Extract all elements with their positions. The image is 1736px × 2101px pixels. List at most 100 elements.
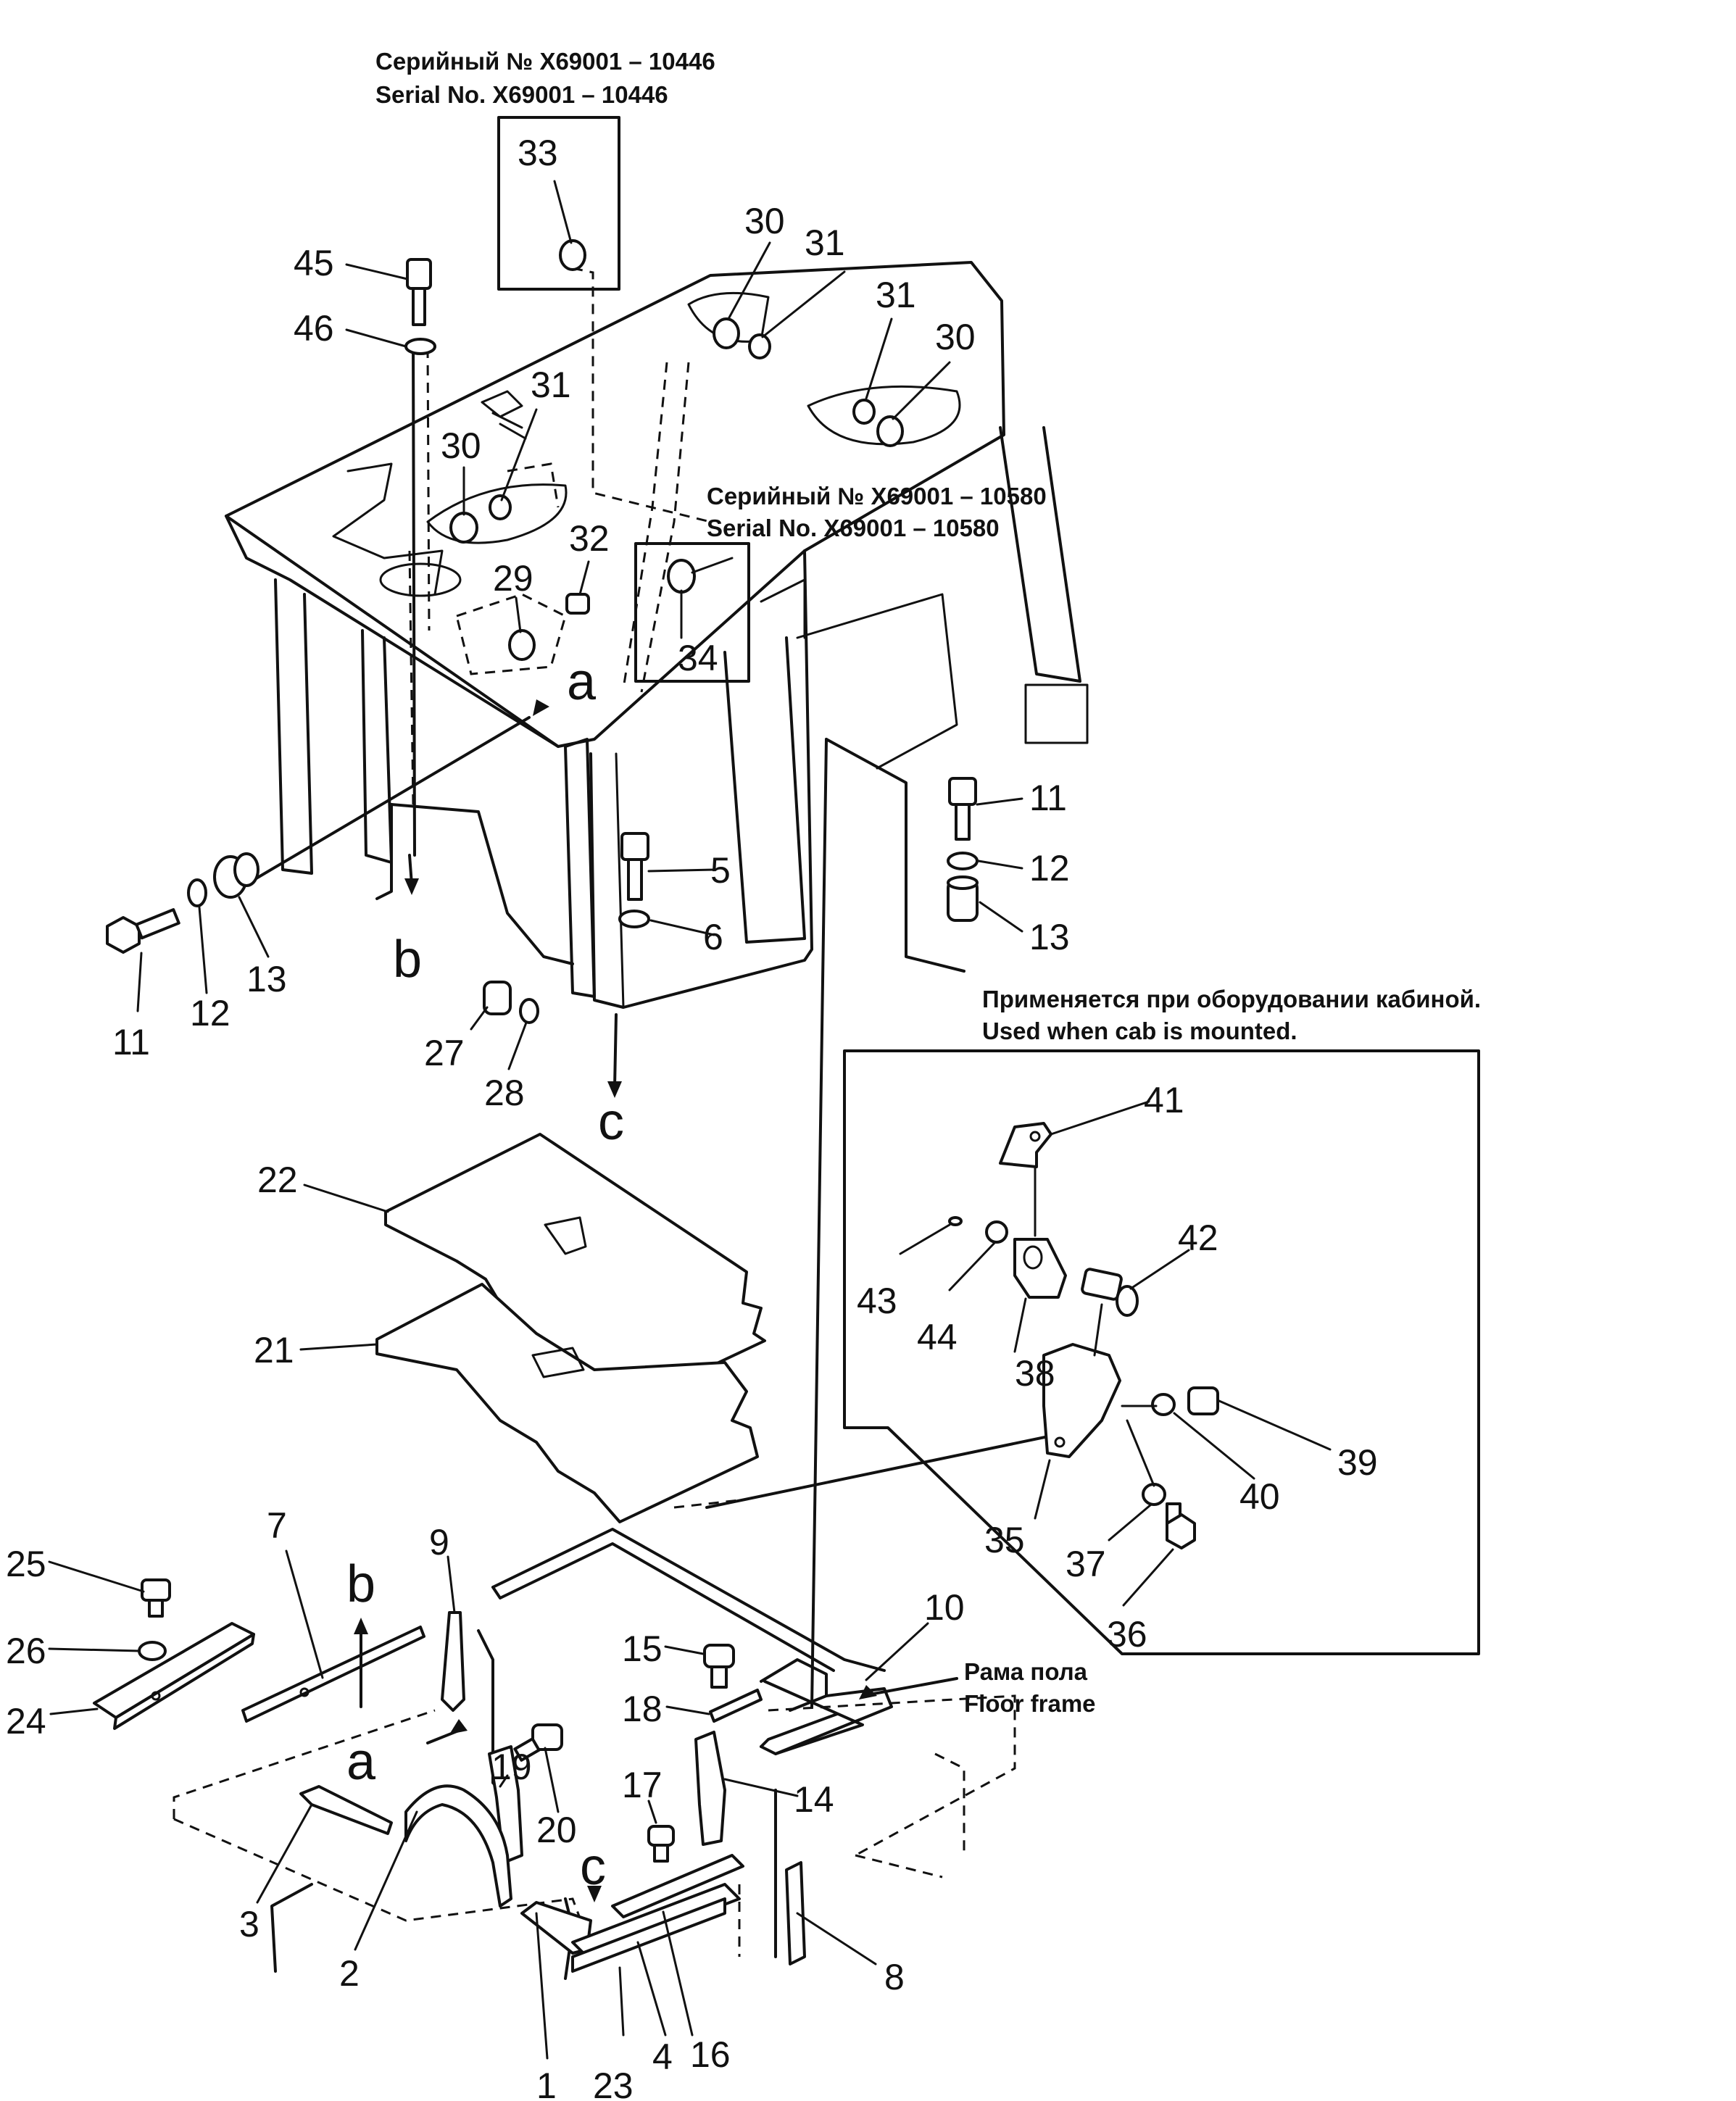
part-28-clip [519,998,539,1024]
serial-note-top-en: Serial No. X69001 – 10446 [375,81,668,108]
label-part-12-left: 12 [190,993,231,1033]
label-part-32: 32 [569,518,610,559]
ref-letter-c-lower: c [580,1838,606,1896]
label-part-11-left: 11 [112,1022,150,1062]
part-15-bolt [703,1644,735,1689]
floor-frame-note-en: Floor frame [964,1690,1096,1717]
assembly-line-30 [507,462,560,508]
part-31-clip-a [748,333,771,359]
part-5-bolt [620,832,649,901]
label-part-22: 22 [257,1160,298,1200]
part-45-bolt [406,258,432,326]
part-35-plate [1042,1343,1121,1458]
ref-letter-a-lower: a [346,1733,376,1791]
part-46-washer [404,338,436,355]
assembly-line-roof-2 [640,362,690,693]
assembly-line-29 [455,593,567,675]
part-41-bracket [999,1122,1052,1168]
part-18-plate [709,1689,763,1723]
label-part-30-b: 30 [935,317,976,357]
part-22-mat-cutout [544,1216,587,1255]
part-2-fender [404,1784,512,1907]
arrow-c-upper-head [607,1081,622,1098]
label-part-31-b: 31 [876,275,916,315]
arrow-a-lower-head [449,1719,468,1734]
label-part-27: 27 [424,1033,465,1073]
label-part-4: 4 [652,2036,673,2077]
label-part-8: 8 [884,1957,905,1997]
label-part-38: 38 [1015,1353,1055,1394]
part-25-bolt [141,1578,171,1618]
label-part-13-left: 13 [246,959,287,999]
label-part-31-a: 31 [805,222,845,263]
assembly-line-b-upper [412,339,416,857]
arrow-a-lower [426,1727,465,1744]
part-31-clip-c [489,494,512,520]
cab-note-en: Used when cab is mounted. [982,1018,1297,1044]
label-part-28: 28 [484,1073,525,1113]
part-30-plug-a [713,317,740,349]
label-part-10: 10 [924,1587,965,1628]
label-part-36: 36 [1107,1614,1147,1655]
label-part-17: 17 [622,1765,663,1805]
label-part-9: 9 [429,1522,449,1563]
part-30-plug-c [449,512,478,544]
label-part-24: 24 [6,1701,46,1742]
part-32-fitting [565,593,590,615]
part-44-washer [985,1220,1008,1244]
part-21-floor-mat-lower [375,1283,759,1523]
arrow-a-upper-head [533,699,549,716]
canopy-frame [225,261,1089,1009]
assembly-line-floor-right [810,738,828,1708]
part-10-seal-strip [763,1680,864,1755]
part-20-bolt [513,1723,563,1762]
part-26-washer [138,1641,167,1661]
part-13-grommet-left [213,852,259,899]
assembly-line-roof-1 [622,362,668,689]
leader-lines [48,180,1332,2060]
part-14-bracket [694,1731,726,1846]
part-12-washer-right [947,852,979,870]
part-11-bolt-right [948,777,977,841]
part-8-seal [785,1861,806,1965]
part-39-bolt [1187,1386,1219,1415]
label-part-19: 19 [491,1747,532,1787]
label-part-43: 43 [857,1281,897,1321]
part-3-angle [299,1785,393,1835]
ref-letter-b-upper: b [393,931,422,989]
assembly-line-46 [426,347,431,631]
label-part-1: 1 [536,2065,557,2101]
label-part-12-right: 12 [1029,848,1070,889]
part-6-washer [618,910,650,928]
inset-box-cab-parts [843,1049,1480,1655]
label-part-35: 35 [984,1520,1025,1560]
part-21-mat-cutout [531,1347,585,1378]
label-part-23: 23 [593,2065,634,2101]
assembly-line-11-13 [825,738,965,973]
label-part-33: 33 [518,133,558,173]
label-part-34: 34 [678,638,718,678]
label-part-39: 39 [1337,1442,1378,1483]
label-part-30-c: 30 [441,425,481,466]
label-part-37: 37 [1066,1544,1106,1584]
part-11-bolt-left [106,908,180,954]
arrow-floor-frame-head [859,1685,877,1699]
part-40-washer [1151,1393,1176,1416]
part-9-bracket [441,1611,465,1712]
assembly-line-cab-parts [705,1430,1074,1509]
part-42-pin [1081,1268,1139,1317]
inset-box-part-33 [497,116,620,291]
arrow-floor-frame [868,1677,958,1696]
part-24-step-plate [93,1622,255,1730]
floor-frame-note-ru: Рама пола [964,1658,1088,1685]
label-part-11-right: 11 [1029,778,1067,818]
label-part-26: 26 [6,1631,46,1671]
label-part-46: 46 [294,308,334,349]
label-part-25: 25 [6,1544,46,1584]
cab-line-42-35 [1093,1303,1103,1357]
part-29-plug [508,629,536,661]
label-part-40: 40 [1239,1476,1280,1517]
ref-letter-b-lower: b [346,1555,375,1613]
